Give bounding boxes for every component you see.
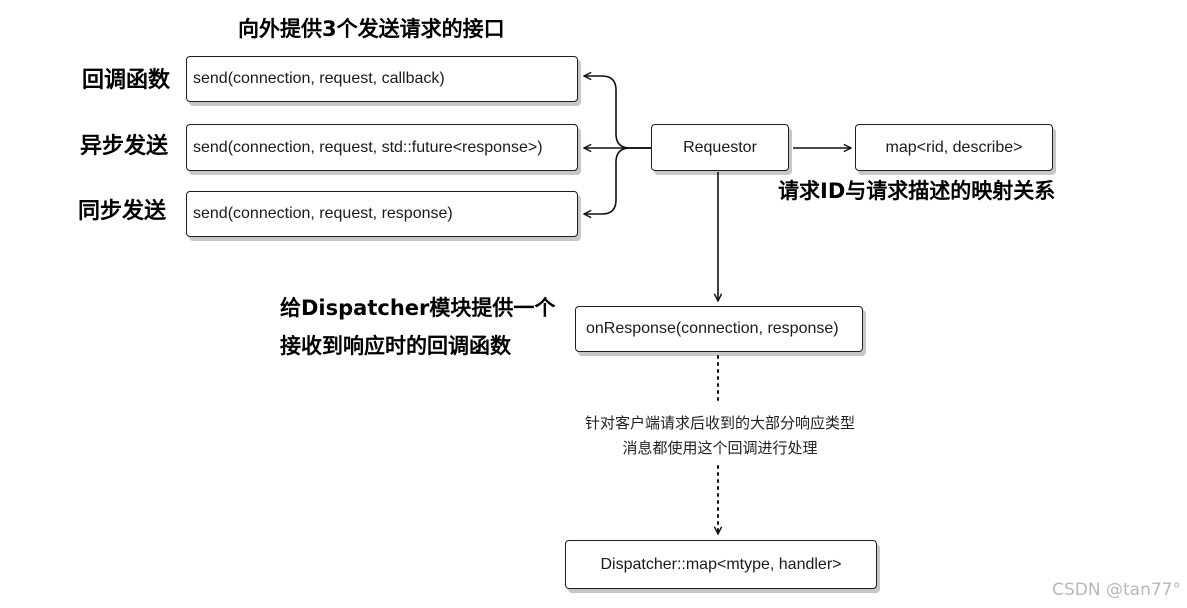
requestor-box: Requestor bbox=[651, 124, 789, 171]
send-callback-box: send(connection, request, callback) bbox=[186, 56, 578, 102]
on-response-box: onResponse(connection, response) bbox=[575, 306, 863, 352]
interface-label-sync: 同步发送 bbox=[78, 199, 167, 224]
dispatcher-map-box: Dispatcher::map<mtype, handler> bbox=[565, 540, 877, 589]
diagram-title: 向外提供3个发送请求的接口 bbox=[238, 17, 505, 41]
csdn-watermark: CSDN @tan77° bbox=[1052, 580, 1181, 600]
arrow-requestor-to-callback bbox=[584, 76, 651, 149]
send-future-box: send(connection, request, std::future<re… bbox=[186, 124, 578, 171]
rid-map-box: map<rid, describe> bbox=[855, 124, 1053, 171]
callback-note-line1: 针对客户端请求后收到的大部分响应类型 bbox=[584, 414, 855, 432]
callback-note-line2: 消息都使用这个回调进行处理 bbox=[622, 439, 818, 457]
send-sync-box: send(connection, request, response) bbox=[186, 191, 578, 237]
arrow-requestor-to-sync bbox=[584, 147, 651, 214]
interface-label-callback: 回调函数 bbox=[82, 68, 171, 93]
rid-map-caption: 请求ID与请求描述的映射关系 bbox=[778, 179, 1056, 203]
dispatcher-callback-caption-line2: 接收到响应时的回调函数 bbox=[280, 334, 511, 358]
dispatcher-callback-caption-line1: 给Dispatcher模块提供一个 bbox=[280, 296, 556, 320]
interface-label-async: 异步发送 bbox=[80, 134, 169, 159]
